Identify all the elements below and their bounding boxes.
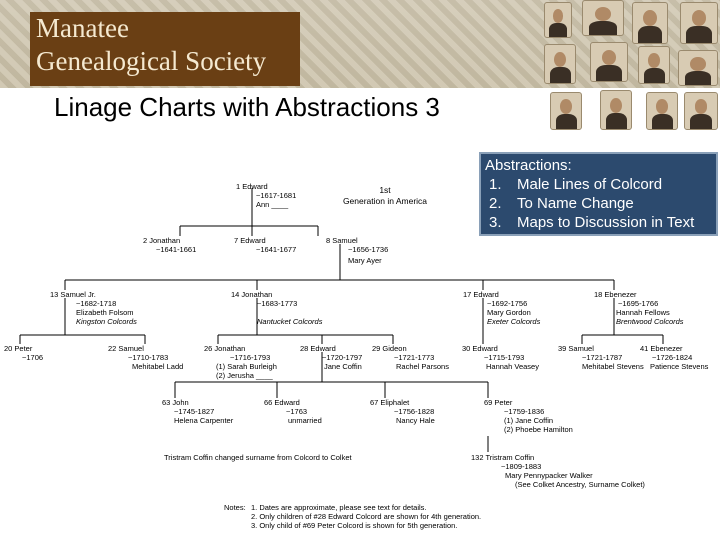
person-18-ebenezer: 18 Ebenezer ~1695-1766 Hannah Fellows Br…	[594, 290, 684, 326]
person-name: 29 Gideon	[372, 344, 449, 353]
person-26-jonathan: 26 Jonathan ~1716-1793 (1) Sarah Burleig…	[204, 344, 277, 380]
person-name: 67 Eliphalet	[370, 398, 435, 407]
person-spouse: Ann ____	[236, 200, 296, 209]
person-name: 14 Jonathan	[231, 290, 297, 299]
person-dates: ~1763	[264, 407, 322, 416]
person-dates: ~1682-1718	[50, 299, 137, 308]
family-branch-label: Nantucket Colcords	[257, 317, 322, 326]
person-63-john: 63 John ~1745-1827 Helena Carpenter	[162, 398, 233, 425]
person-spouse: Rachel Parsons	[372, 362, 449, 371]
person-dates: ~1756-1828	[370, 407, 435, 416]
person-dates: ~1716-1793	[204, 353, 277, 362]
person-spouse: (1) Jane Coffin	[484, 416, 573, 425]
person-dates: ~1809-1883	[471, 462, 645, 471]
person-spouse: Hannah Veasey	[462, 362, 539, 371]
person-spouse: Elizabeth Folsom	[50, 308, 137, 317]
person-spouse: Mary Pennypacker Walker	[471, 471, 645, 480]
note-item: 3. Only child of #69 Peter Colcord is sh…	[251, 521, 481, 530]
person-spouse: (1) Sarah Burleigh	[204, 362, 277, 371]
person-2-jonathan: 2 Jonathan ~1641-1661	[143, 236, 196, 254]
person-spouse: Nancy Hale	[370, 416, 435, 425]
person-dates: ~1721-1787	[558, 353, 644, 362]
person-69-peter: 69 Peter ~1759-1836 (1) Jane Coffin (2) …	[484, 398, 573, 434]
person-name: 13 Samuel Jr.	[50, 290, 137, 299]
person-spouse: Mary Gordon	[463, 308, 540, 317]
person-8-samuel: 8 Samuel ~1656-1736 Mary Ayer	[326, 236, 388, 265]
person-dates: ~1720-1797	[300, 353, 362, 362]
person-name: 17 Edward	[463, 290, 540, 299]
person-dates: ~1726-1824	[640, 353, 708, 362]
person-66-edward: 66 Edward ~1763 unmarried	[264, 398, 322, 425]
person-7-edward: 7 Edward ~1641-1677	[234, 236, 296, 254]
notes-label: Notes:	[224, 503, 246, 512]
family-branch-label: Kingston Colcords	[50, 317, 137, 326]
person-dates: ~1683-1773	[231, 299, 297, 308]
person-dates: ~1745-1827	[162, 407, 233, 416]
person-22-samuel: 22 Samuel ~1710-1783 Mehitabel Ladd	[108, 344, 183, 371]
person-name: 22 Samuel	[108, 344, 183, 353]
person-dates: ~1656-1736	[326, 245, 388, 254]
person-132-tristram-coffin: 132 Tristram Coffin ~1809-1883 Mary Penn…	[471, 453, 645, 489]
person-spouse: unmarried	[264, 416, 322, 425]
person-67-eliphalet: 67 Eliphalet ~1756-1828 Nancy Hale	[370, 398, 435, 425]
family-branch-label: Exeter Colcords	[463, 317, 540, 326]
person-name: 26 Jonathan	[204, 344, 277, 353]
person-spouse: Mary Ayer	[326, 256, 388, 265]
notes-list: 1. Dates are approximate, please see tex…	[251, 503, 481, 530]
person-28-edward: 28 Edward ~1720-1797 Jane Coffin	[300, 344, 362, 371]
person-name: 69 Peter	[484, 398, 573, 407]
person-17-edward: 17 Edward ~1692-1756 Mary Gordon Exeter …	[463, 290, 540, 326]
person-dates: ~1617-1681	[236, 191, 296, 200]
person-dates: ~1721-1773	[372, 353, 449, 362]
person-13-samuel-jr: 13 Samuel Jr. ~1682-1718 Elizabeth Folso…	[50, 290, 137, 326]
person-spouse: Patience Stevens	[640, 362, 708, 371]
person-29-gideon: 29 Gideon ~1721-1773 Rachel Parsons	[372, 344, 449, 371]
person-name: 28 Edward	[300, 344, 362, 353]
person-name: 8 Samuel	[326, 236, 388, 245]
person-name: 41 Ebenezer	[640, 344, 708, 353]
person-spouse: (2) Jerusha ____	[204, 371, 277, 380]
person-spouse: Mehitabel Stevens	[558, 362, 644, 371]
person-name: 20 Peter	[4, 344, 43, 353]
first-generation-note: 1st Generation in America	[330, 185, 440, 207]
person-spouse: Helena Carpenter	[162, 416, 233, 425]
person-name: 39 Samuel	[558, 344, 644, 353]
person-dates: ~1695-1766	[594, 299, 684, 308]
person-39-samuel: 39 Samuel ~1721-1787 Mehitabel Stevens	[558, 344, 644, 371]
person-name: 30 Edward	[462, 344, 539, 353]
person-name: 66 Edward	[264, 398, 322, 407]
person-dates: ~1641-1661	[143, 245, 196, 254]
person-spouse: Jane Coffin	[300, 362, 362, 371]
person-spouse: Hannah Fellows	[594, 308, 684, 317]
person-dates: ~1692-1756	[463, 299, 540, 308]
person-dates: ~1710-1783	[108, 353, 183, 362]
person-dates: ~1715-1793	[462, 353, 539, 362]
person-name: 7 Edward	[234, 236, 296, 245]
person-41-ebenezer: 41 Ebenezer ~1726-1824 Patience Stevens	[640, 344, 708, 371]
person-name: 1 Edward	[236, 182, 296, 191]
person-dates: ~1706	[4, 353, 43, 362]
person-1-edward: 1 Edward ~1617-1681 Ann ____	[236, 182, 296, 209]
person-20-peter: 20 Peter ~1706	[4, 344, 43, 362]
person-spouse: Mehitabel Ladd	[108, 362, 183, 371]
person-spouse: (2) Phoebe Hamilton	[484, 425, 573, 434]
surname-change-note: Tristram Coffin changed surname from Col…	[164, 453, 352, 462]
person-name: 2 Jonathan	[143, 236, 196, 245]
person-14-jonathan: 14 Jonathan ~1683-1773	[231, 290, 297, 308]
person-name: 63 John	[162, 398, 233, 407]
note-item: 2. Only children of #28 Edward Colcord a…	[251, 512, 481, 521]
person-name: 18 Ebenezer	[594, 290, 684, 299]
person-30-edward: 30 Edward ~1715-1793 Hannah Veasey	[462, 344, 539, 371]
person-note: (See Colket Ancestry, Surname Colket)	[471, 480, 645, 489]
note-item: 1. Dates are approximate, please see tex…	[251, 503, 481, 512]
person-dates: ~1759-1836	[484, 407, 573, 416]
person-dates: ~1641-1677	[234, 245, 296, 254]
family-branch-label: Brentwood Colcords	[594, 317, 684, 326]
person-name: 132 Tristram Coffin	[471, 453, 645, 462]
